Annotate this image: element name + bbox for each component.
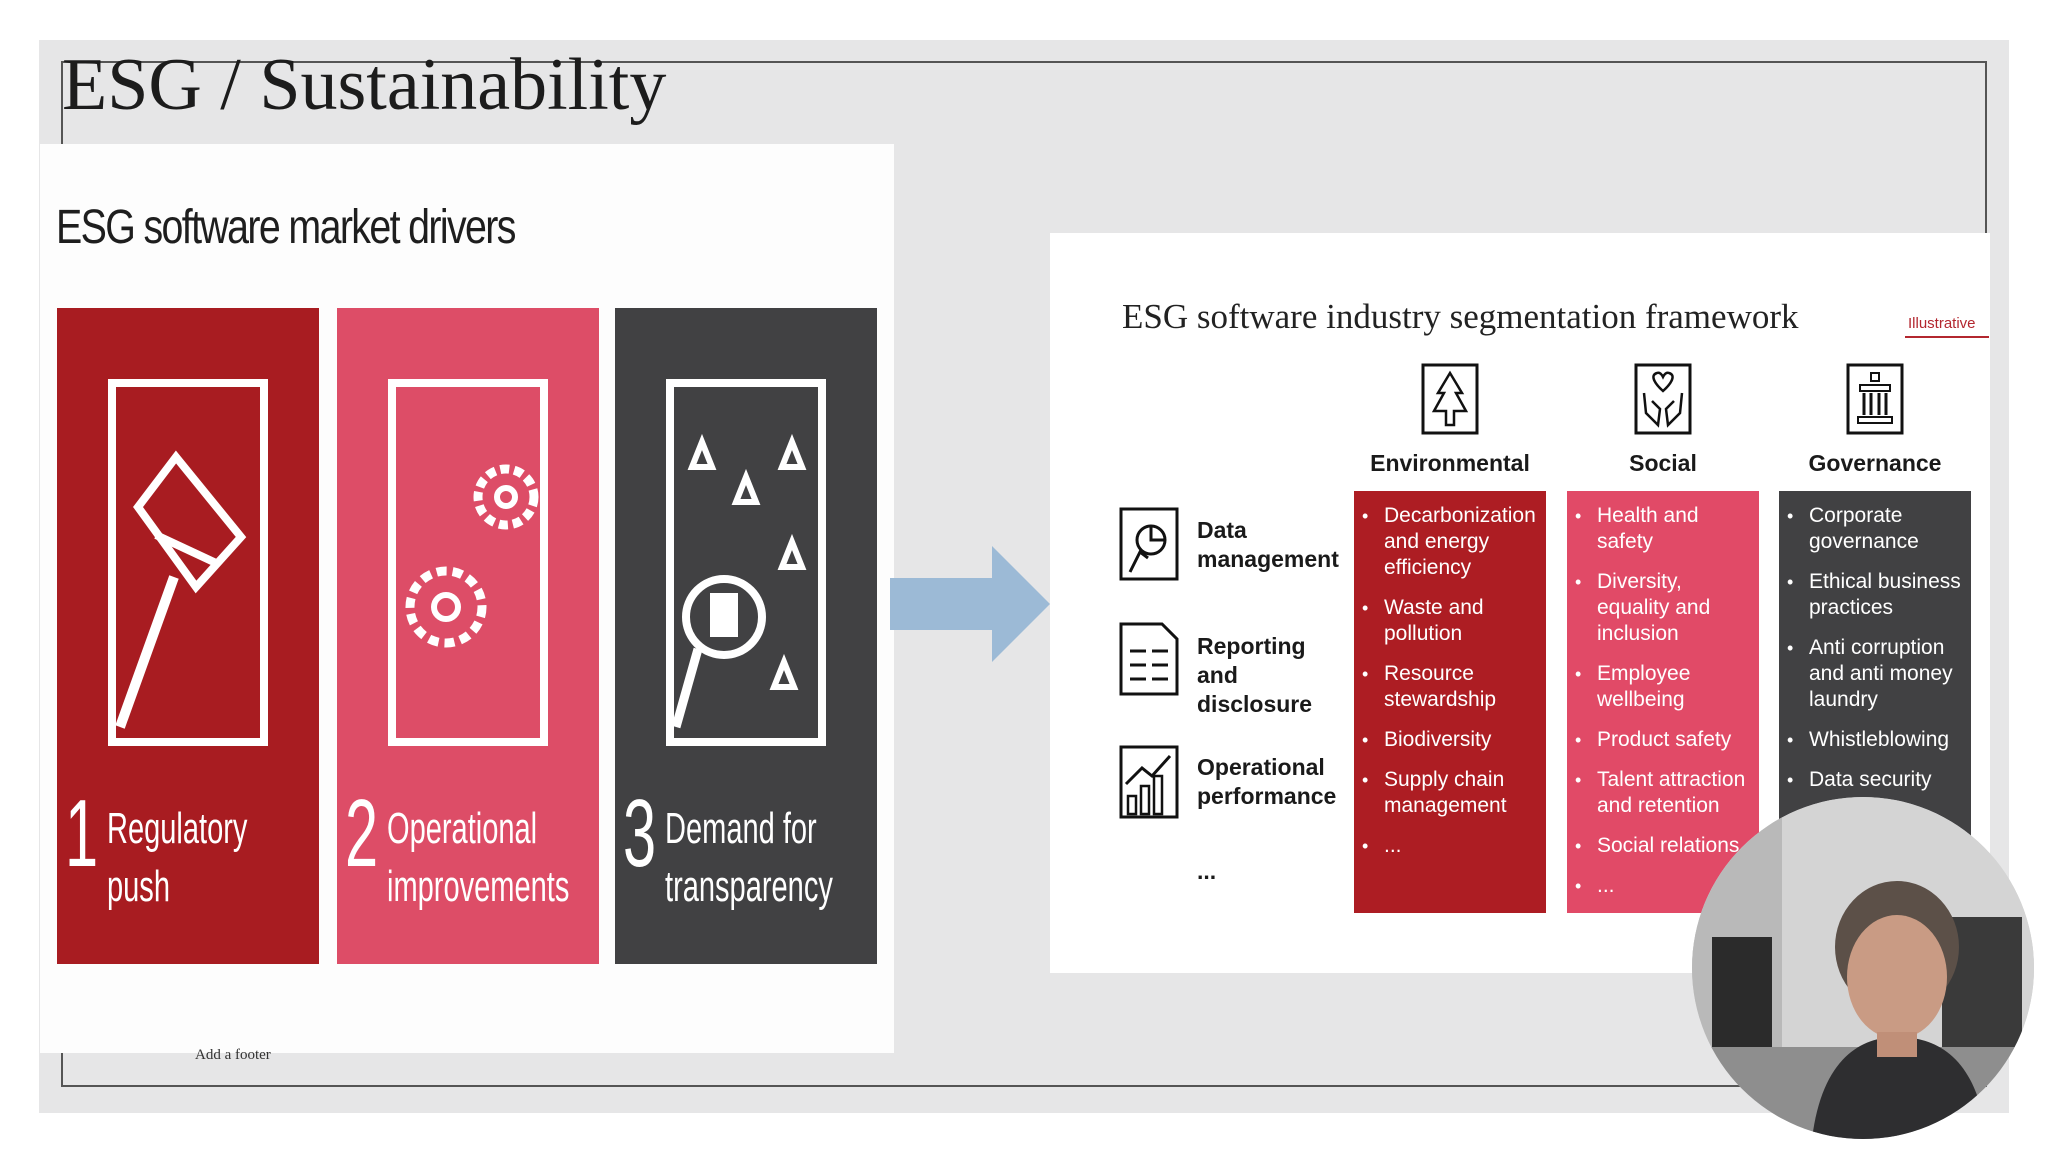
framework-heading: ESG software industry segmentation frame… <box>1122 297 1799 336</box>
driver-number: 1 <box>65 780 99 887</box>
environmental-column: Decarbonization and energy efficiency Wa… <box>1354 491 1546 913</box>
driver-label: Demand for transparency <box>665 804 833 911</box>
list-item: Whistleblowing <box>1787 727 1961 753</box>
driver-card-regulatory: 1 Regulatory push <box>57 308 319 964</box>
column-header-governance: Governance <box>1808 450 1942 476</box>
presenter-video-icon <box>1692 797 2034 1139</box>
row-label-more: ... <box>1197 858 1217 884</box>
right-arrow-icon <box>890 546 1050 662</box>
growth-chart-icon <box>1119 745 1179 819</box>
driver-card-transparency: 3 Demand for transparency <box>615 308 877 964</box>
list-item: Waste and pollution <box>1362 595 1536 647</box>
list-item: Health and safety <box>1575 503 1749 555</box>
driver-number: 2 <box>345 780 379 887</box>
list-item: ... <box>1362 833 1536 859</box>
illustrative-tag: Illustrative <box>1908 315 1976 332</box>
list-item: Social relations <box>1575 833 1749 859</box>
building-icon <box>1846 363 1904 435</box>
slide-title: ESG / Sustainability <box>62 44 667 126</box>
list-item: Corporate governance <box>1787 503 1961 555</box>
list-item: Supply chain management <box>1362 767 1536 819</box>
list-item: Biodiversity <box>1362 727 1536 753</box>
tag-underline <box>1905 336 1989 338</box>
social-column: Health and safety Diversity, equality an… <box>1567 491 1759 913</box>
list-item: Data security <box>1787 767 1961 793</box>
row-label-reporting: Reporting and disclosure <box>1197 633 1313 717</box>
driver-card-operational: 2 Operational improvements <box>337 308 599 964</box>
slide-footer: Add a footer <box>195 1047 271 1063</box>
report-icon <box>1119 622 1179 696</box>
list-item: Resource stewardship <box>1362 661 1536 713</box>
driver-label: Operational improvements <box>387 804 570 911</box>
list-item: Diversity, equality and inclusion <box>1575 569 1749 647</box>
gears-icon <box>388 379 548 746</box>
column-header-environmental: Environmental <box>1370 450 1530 476</box>
list-item: Talent attraction and retention <box>1575 767 1749 819</box>
market-drivers-heading: ESG software market drivers <box>56 201 516 254</box>
row-label-data-management: Data management <box>1197 517 1339 572</box>
list-item: Product safety <box>1575 727 1749 753</box>
list-item: Decarbonization and energy efficiency <box>1362 503 1536 581</box>
hands-heart-icon <box>1634 363 1692 435</box>
column-header-social: Social <box>1629 450 1697 476</box>
row-label-operational: Operational performance <box>1197 754 1337 809</box>
list-item: Anti corruption and anti money laundry <box>1787 635 1961 713</box>
gavel-icon <box>108 379 268 746</box>
magnifier-icon <box>666 379 826 746</box>
list-item: ... <box>1575 873 1749 899</box>
list-item: Ethical business practices <box>1787 569 1961 621</box>
tree-icon <box>1421 363 1479 435</box>
driver-label: Regulatory push <box>107 804 248 911</box>
data-management-icon <box>1119 507 1179 581</box>
driver-number: 3 <box>623 780 657 887</box>
list-item: Employee wellbeing <box>1575 661 1749 713</box>
